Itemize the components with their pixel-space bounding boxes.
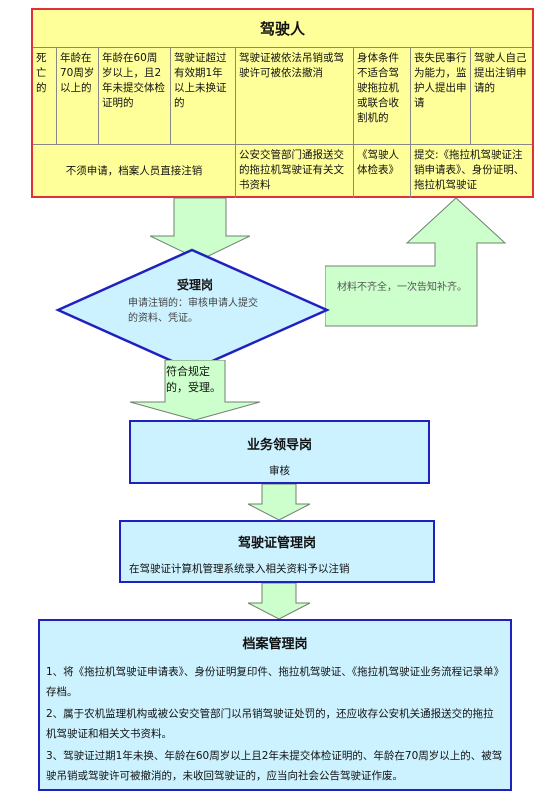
applicant-box: 驾驶人 死亡的 年龄在70周岁以上的 年龄在60周岁以上，且2年未提交体检证明的… — [31, 8, 534, 198]
incomplete-note: 材料不齐全，一次告知补齐。 — [337, 282, 467, 293]
arrow-down-to-archive — [248, 583, 310, 619]
license-manager-text: 在驾驶证计算机管理系统录入相关资料予以注销 — [129, 563, 350, 575]
archive-title: 档案管理岗 — [242, 637, 308, 652]
archive-box: 档案管理岗 1、将《拖拉机驾驶证申请表》、身份证明复印件、拖拉机驾驶证、《拖拉机… — [38, 619, 512, 791]
condition-incapacity: 丧失民事行为能力，监护人提出申请 — [411, 48, 471, 144]
condition-death: 死亡的 — [33, 48, 57, 144]
accept-text: 申请注销的：审核申请人提交的资料、凭证。 — [128, 298, 258, 324]
condition-health: 身体条件不适合驾驶拖拉机或联合收割机的 — [354, 48, 411, 144]
arrow-down-to-leader — [130, 360, 261, 420]
license-manager-title: 驾驶证管理岗 — [237, 536, 316, 551]
license-manager-box: 驾驶证管理岗 在驾驶证计算机管理系统录入相关资料予以注销 — [119, 520, 435, 583]
qualified-note: 符合规定的，受理。 — [166, 365, 221, 394]
condition-expired: 驾驶证超过有效期1年以上未换证的 — [171, 48, 236, 144]
arrow-down-to-accept — [150, 198, 250, 260]
leader-box: 业务领导岗 审核 — [129, 420, 430, 484]
leader-text: 审核 — [269, 465, 290, 477]
archive-item-3: 3、驾驶证过期1年未换、年龄在60周岁以上且2年未提交体检证明的、年龄在70周岁… — [46, 750, 503, 782]
health-form-note: 《驾驶人体检表》 — [354, 144, 411, 198]
condition-self-request: 驾驶人自己提出注销申请的 — [474, 52, 527, 94]
no-application-note: 不须申请，档案人员直接注销 — [33, 144, 236, 198]
arrow-return-up — [325, 198, 507, 327]
condition-revoked: 驾驶证被依法吊销或驾驶许可被依法撤消 — [236, 48, 354, 144]
leader-title: 业务领导岗 — [246, 438, 312, 453]
accept-title: 受理岗 — [176, 278, 213, 292]
applicant-title: 驾驶人 — [33, 10, 532, 48]
condition-age-70: 年龄在70周岁以上的 — [57, 48, 99, 144]
condition-age-60: 年龄在60周岁以上，且2年未提交体检证明的 — [99, 48, 171, 144]
arrow-down-to-license-mgr — [248, 484, 310, 520]
archive-item-2: 2、属于农机监理机构或被公安交管部门以吊销驾驶证处罚的，还应收存公安机关通报送交… — [46, 708, 494, 740]
archive-item-1: 1、将《拖拉机驾驶证申请表》、身份证明复印件、拖拉机驾驶证、《拖拉机驾驶证业务流… — [46, 666, 499, 698]
submit-materials-note: 提交:《拖拉机驾驶证注销申请表》、身份证明、拖拉机驾驶证 — [411, 144, 532, 198]
police-documents-note: 公安交管部门通报送交的拖拉机驾驶证有关文书资料 — [236, 144, 354, 198]
